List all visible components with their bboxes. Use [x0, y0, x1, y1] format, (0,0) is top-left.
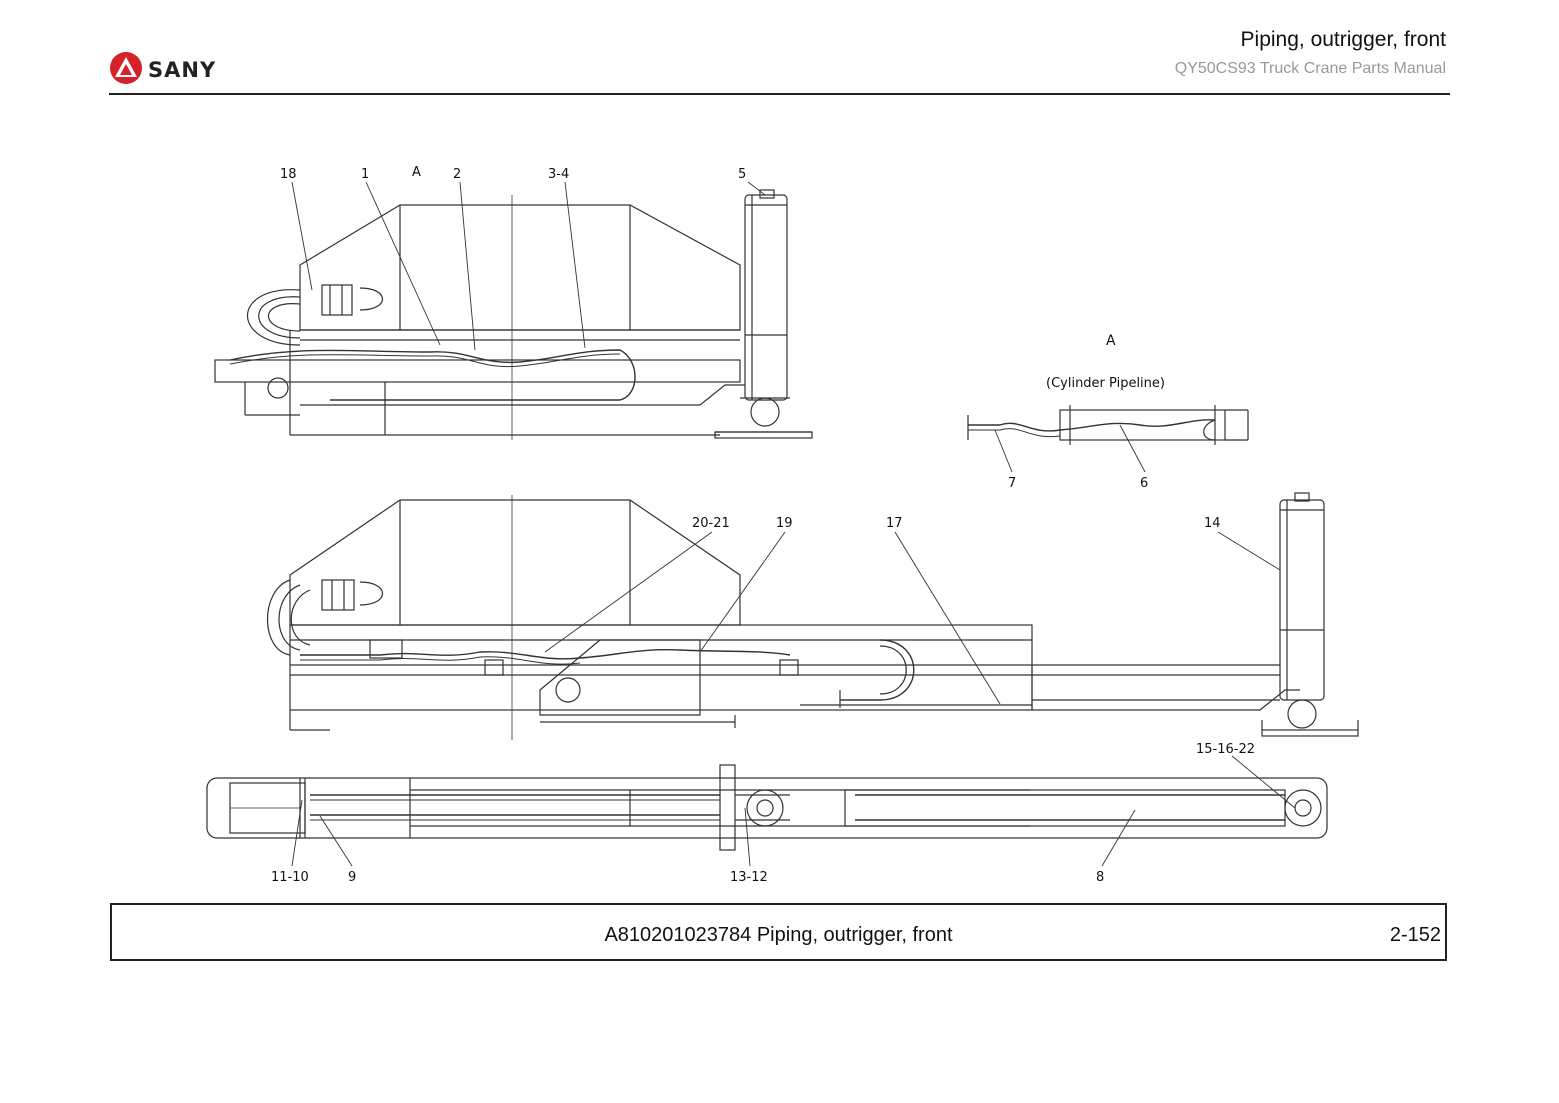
page-number: 2-152 [1389, 924, 1441, 946]
callout-8: 8 [1096, 870, 1104, 885]
callout-17: 17 [886, 516, 903, 531]
callout-20-21: 20-21 [692, 516, 730, 531]
callout-a: A [412, 165, 421, 180]
callout-13-12: 13-12 [730, 870, 768, 885]
sany-logo: SANY [108, 50, 248, 90]
detail-a-view [967, 405, 1249, 445]
sany-logo-icon [110, 52, 142, 84]
callout-6: 6 [1140, 476, 1148, 491]
detail-a-caption: (Cylinder Pipeline) [1046, 376, 1165, 391]
page-title: Piping, outrigger, front [1240, 28, 1446, 51]
callout-14: 14 [1204, 516, 1221, 531]
callout-9: 9 [348, 870, 356, 885]
callout-19: 19 [776, 516, 793, 531]
callout-18: 18 [280, 167, 297, 182]
detail-a-label: A [1106, 333, 1116, 349]
callout-5: 5 [738, 167, 746, 182]
callout-3-4: 3-4 [548, 167, 569, 182]
middle-extended-view [266, 492, 1359, 740]
figure-caption: A810201023784 Piping, outrigger, front [604, 924, 953, 946]
leader-lines [291, 181, 1296, 867]
header-divider [109, 93, 1450, 95]
callout-1: 1 [361, 167, 369, 182]
callout-labels: 18 1 A 2 3-4 5 A (Cylinder Pipeline) 7 6… [271, 165, 1255, 885]
manual-subtitle: QY50CS93 Truck Crane Parts Manual [1174, 60, 1446, 77]
callout-11-10: 11-10 [271, 870, 309, 885]
footer-caption-box: A810201023784 Piping, outrigger, front 2… [110, 903, 1447, 961]
top-side-view [214, 189, 813, 440]
callout-15-16-22: 15-16-22 [1196, 742, 1255, 757]
callout-2: 2 [453, 167, 461, 182]
callout-7: 7 [1008, 476, 1016, 491]
bottom-plan-view [206, 764, 1328, 851]
brand-name: SANY [148, 58, 217, 82]
